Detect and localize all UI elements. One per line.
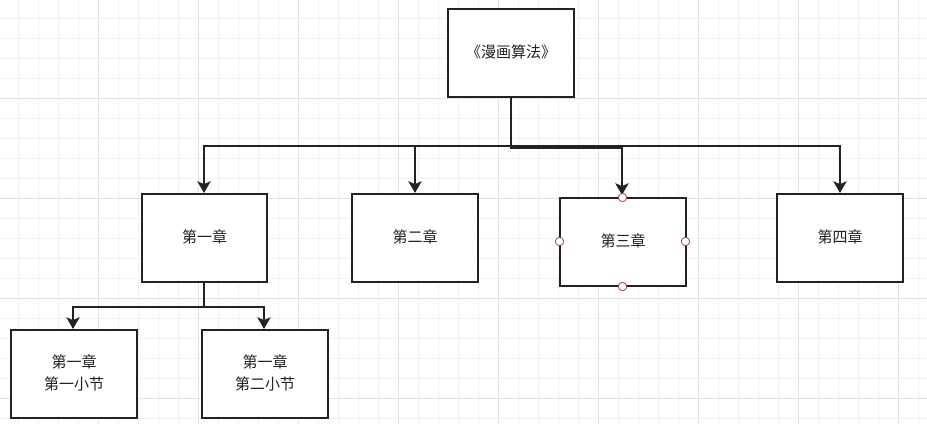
connection-handle-top[interactable]	[618, 193, 627, 202]
node-root-label: 《漫画算法》	[465, 43, 556, 62]
connection-handle-left[interactable]	[555, 237, 564, 246]
edge-root-ch2[interactable]	[408, 97, 512, 193]
node-chapter-2[interactable]: 第二章	[351, 193, 479, 283]
connection-handle-bottom[interactable]	[618, 282, 627, 291]
connection-handle-right[interactable]	[681, 237, 690, 246]
node-chapter-4[interactable]: 第四章	[776, 193, 904, 283]
node-chapter-1[interactable]: 第一章	[141, 193, 268, 283]
edge-root-ch1[interactable]	[197, 97, 512, 193]
edge-ch1-ch1s2[interactable]	[203, 283, 271, 329]
node-chapter-1-label: 第一章	[181, 228, 227, 247]
node-chapter-1-section-1-label: 第一章 第一小节	[43, 353, 104, 393]
edge-root-ch4[interactable]	[510, 97, 847, 193]
node-root[interactable]: 《漫画算法》	[447, 8, 575, 98]
node-chapter-3[interactable]: 第三章	[559, 197, 687, 287]
node-chapter-2-label: 第二章	[392, 228, 438, 247]
edge-ch1-ch1s1[interactable]	[66, 283, 205, 329]
node-chapter-1-section-2[interactable]: 第一章 第二小节	[201, 329, 329, 419]
node-chapter-3-label: 第三章	[600, 232, 646, 251]
node-chapter-4-label: 第四章	[817, 228, 863, 247]
node-chapter-1-section-2-label: 第一章 第二小节	[234, 353, 295, 393]
node-chapter-1-section-1[interactable]: 第一章 第一小节	[10, 329, 138, 419]
